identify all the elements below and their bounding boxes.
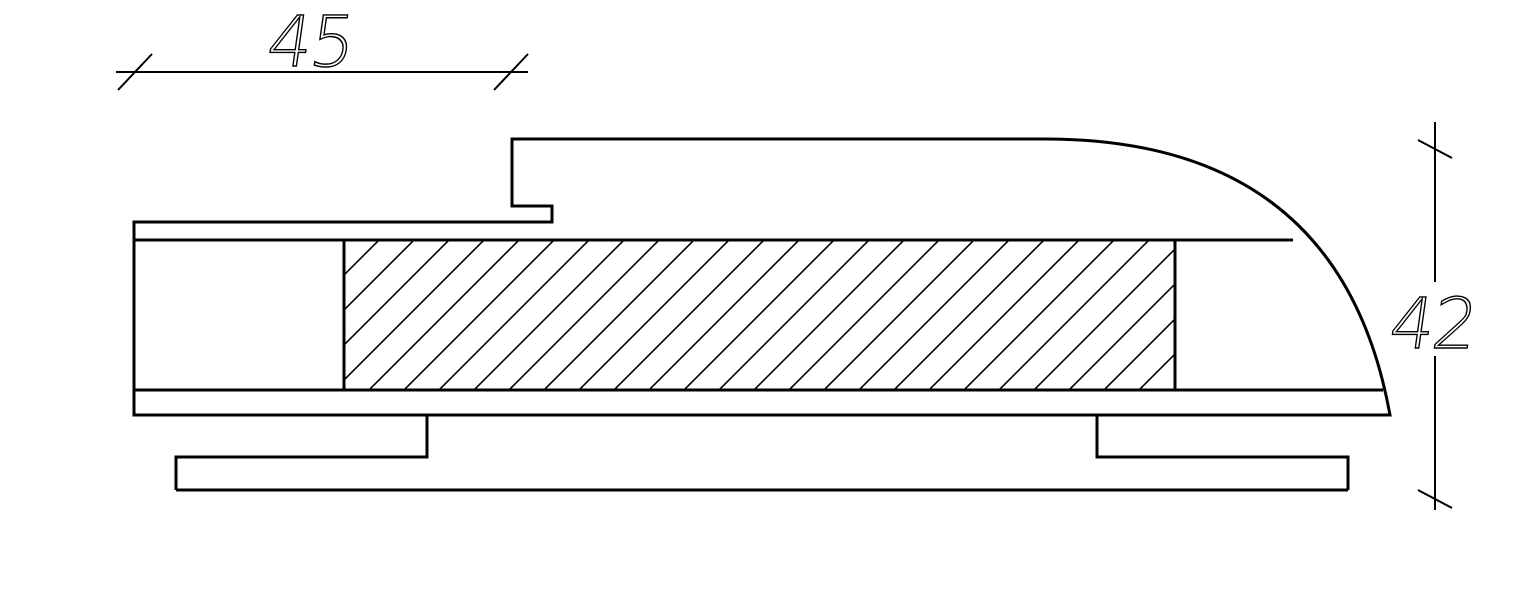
hatch-line <box>928 240 1080 390</box>
width-tick-right <box>493 53 529 91</box>
hatch-line <box>1068 282 1175 390</box>
bottom-flange-right <box>1095 413 1390 490</box>
handrail-top-profile <box>132 137 1392 417</box>
hatch-line <box>683 240 835 390</box>
hatch-line <box>613 240 765 390</box>
hatch-line <box>368 240 520 390</box>
hatch-line <box>998 240 1150 390</box>
width-dimension-label: 45 <box>262 1 359 83</box>
hatch-line <box>344 240 345 242</box>
hatch-line <box>1244 240 1394 390</box>
hatch-line <box>963 240 1115 390</box>
core-outline <box>342 238 1177 392</box>
height-dimension: 42 <box>1384 122 1482 510</box>
hatch-line <box>1103 317 1175 390</box>
hatched-core <box>342 238 1394 392</box>
hatch-line <box>788 240 940 390</box>
hatch-line <box>403 240 555 390</box>
hatch-line <box>344 240 450 347</box>
hatch-line <box>858 240 1010 390</box>
hatch-line <box>543 240 695 390</box>
hatch-line <box>473 240 625 390</box>
hatch-line <box>344 240 380 277</box>
hatch-line <box>648 240 800 390</box>
hatch-pattern <box>344 240 1394 390</box>
bottom-flange-left <box>134 413 429 490</box>
height-tick-bottom <box>1417 489 1453 509</box>
height-tick-top <box>1417 139 1453 159</box>
hatch-line <box>893 240 1045 390</box>
hatch-line <box>718 240 870 390</box>
width-tick-left <box>117 53 153 91</box>
hatch-line <box>344 240 415 312</box>
hatch-line <box>1209 240 1359 390</box>
hatch-line <box>1033 247 1175 390</box>
width-dimension: 45 <box>116 1 529 91</box>
hatch-line <box>1173 387 1175 390</box>
hatch-line <box>438 240 590 390</box>
hatch-line <box>508 240 660 390</box>
height-dimension-label: 42 <box>1385 283 1482 365</box>
hatch-line <box>823 240 975 390</box>
hatch-line <box>753 240 905 390</box>
hatch-line <box>344 240 485 382</box>
hatch-line <box>1138 352 1175 390</box>
hatch-line <box>578 240 730 390</box>
